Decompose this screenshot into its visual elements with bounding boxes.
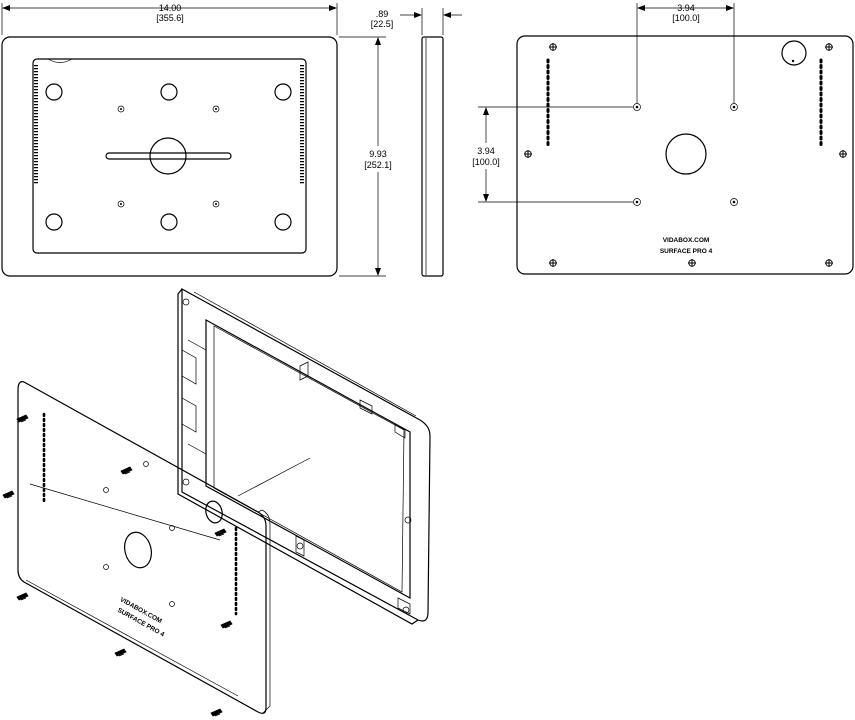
depth-in: .89 (376, 9, 389, 19)
back-brand-label: VIDABOX.COM (663, 237, 710, 244)
screw-icon (120, 466, 133, 475)
screw-icon (220, 620, 233, 629)
width-dimension: 14.00 [355.6] (1, 3, 338, 35)
depth-mm: [22.5] (371, 19, 394, 29)
front-view (1, 36, 338, 277)
height-in: 9.93 (369, 149, 387, 159)
isometric-frame (177, 287, 431, 625)
screw-icon (16, 414, 29, 423)
screw-cross-icon (549, 259, 557, 267)
width-in: 14.00 (159, 3, 182, 13)
screw-cross-icon (549, 43, 557, 51)
screw-icon (214, 528, 227, 537)
screw-cross-icon (688, 259, 696, 267)
vesa-v-in: 3.94 (477, 146, 495, 156)
screw-icon (210, 708, 223, 717)
vesa-h-mm: [100.0] (672, 13, 700, 23)
screw-cross-icon (825, 43, 833, 51)
width-mm: [355.6] (156, 13, 184, 23)
vesa-horizontal-dimension: 3.94 [100.0] (636, 3, 735, 103)
screw-cross-icon (524, 150, 532, 158)
screw-icon (16, 592, 29, 601)
side-view: .89 [22.5] (371, 8, 462, 277)
height-dimension: 9.93 [252.1] (339, 36, 396, 277)
vesa-v-mm: [100.0] (472, 157, 500, 167)
back-view: VIDABOX.COM SURFACE PRO 4 (516, 35, 854, 275)
back-screws (524, 43, 847, 267)
vesa-h-in: 3.94 (677, 3, 695, 13)
screw-cross-icon (839, 150, 847, 158)
screw-icon (114, 648, 127, 657)
vesa-vertical-dimension: 3.94 [100.0] (466, 106, 633, 203)
screw-icon (2, 490, 15, 499)
screw-cross-icon (825, 259, 833, 267)
isometric-back-plate: VIDABOX.COM SURFACE PRO 4 (17, 381, 271, 715)
isometric-screws (2, 414, 233, 717)
back-model-label: SURFACE PRO 4 (660, 248, 713, 255)
height-mm: [252.1] (364, 160, 392, 170)
